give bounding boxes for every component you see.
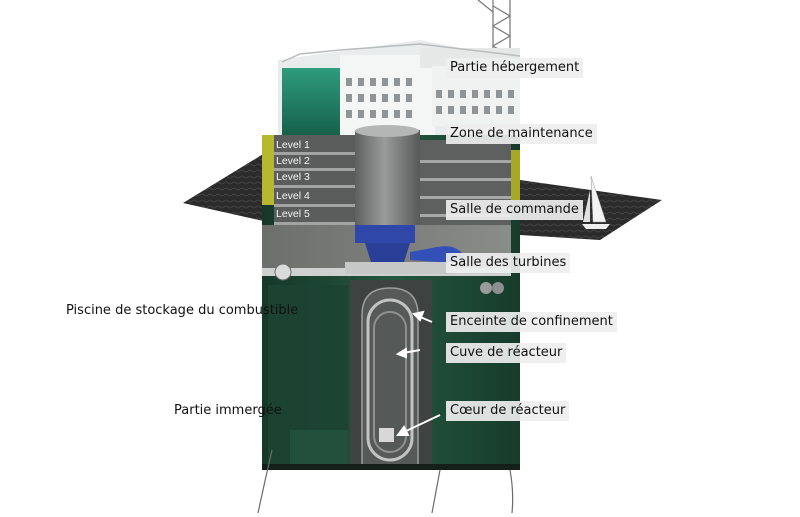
right-decks	[418, 140, 511, 240]
label-fuel-pool: Piscine de stockage du combustible	[66, 303, 299, 318]
level-5-label: Level 5	[276, 208, 310, 220]
left-decks	[274, 135, 358, 230]
yellow-trim-left	[262, 135, 274, 205]
level-4-label: Level 4	[276, 190, 310, 202]
reactor-containment	[350, 280, 432, 466]
level-3-label: Level 3	[276, 171, 310, 183]
yellow-trim-right	[511, 150, 520, 200]
mooring-lines	[257, 449, 514, 514]
glass-block	[282, 68, 340, 136]
label-submerged-part: Partie immergée	[174, 403, 282, 418]
label-maintenance: Zone de maintenance	[446, 124, 597, 144]
label-control-room: Salle de commande	[446, 200, 583, 220]
pointer-arrows	[395, 310, 441, 436]
level-2-label: Level 2	[276, 155, 310, 167]
label-turbine-hall: Salle des turbines	[446, 253, 571, 273]
level-1-label: Level 1	[276, 139, 310, 151]
sailboat	[582, 175, 610, 229]
label-reactor-core: Cœur de réacteur	[446, 401, 570, 421]
arrow-core	[403, 414, 441, 433]
label-containment: Enceinte de confinement	[446, 312, 617, 332]
central-shaft	[355, 130, 420, 230]
label-reactor-vessel: Cuve de réacteur	[446, 343, 567, 363]
label-accommodation: Partie hébergement	[446, 58, 584, 78]
reactor-core	[379, 428, 394, 442]
